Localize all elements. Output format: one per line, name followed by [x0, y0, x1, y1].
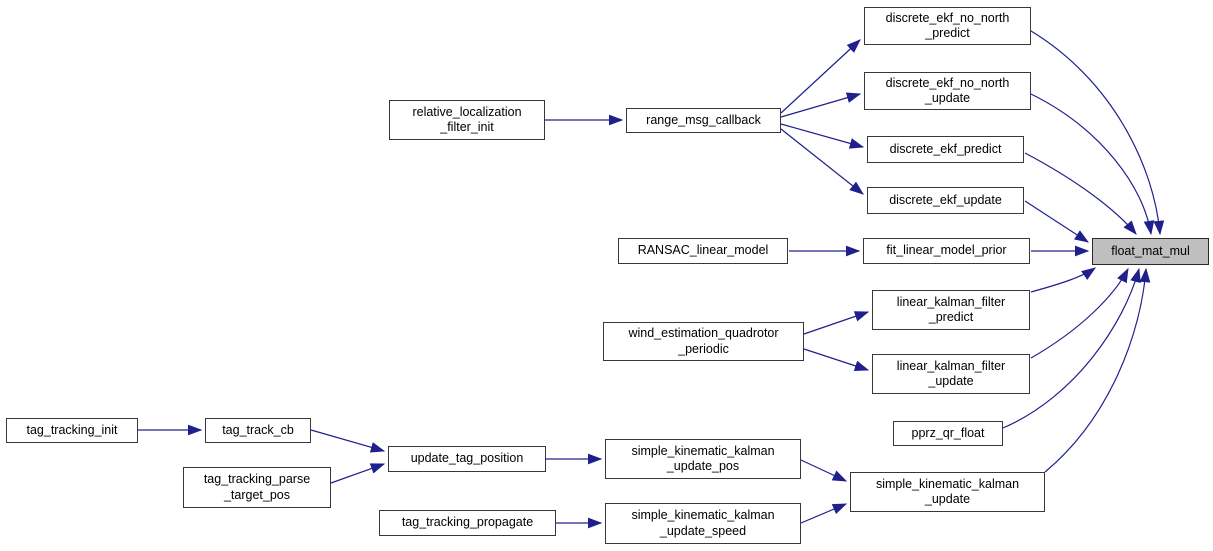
edge-discrete_ekf_predict-float_mat_mul — [1024, 152, 1137, 235]
node-label: tag_tracking_propagate — [401, 515, 534, 530]
node-tag_tracking_parse_target_pos[interactable]: tag_tracking_parse _target_pos — [183, 467, 331, 508]
edge-range_msg_callback-discrete_ekf_no_north_update — [780, 92, 862, 118]
node-label: RANSAC_linear_model — [637, 243, 769, 258]
edge-simple_kinematic_kalman_update-float_mat_mul — [1044, 267, 1151, 473]
node-label: simple_kinematic_kalman _update_pos — [631, 443, 775, 473]
edge-wind_estimation_quadrotor_periodic-linear_kalman_filter_update — [803, 348, 870, 372]
node-label: float_mat_mul — [1111, 243, 1190, 258]
node-label: discrete_ekf_no_north _predict — [885, 10, 1010, 40]
node-label: wind_estimation_quadrotor _periodic — [628, 326, 779, 356]
node-float_mat_mul[interactable]: float_mat_mul — [1092, 238, 1209, 265]
node-range_msg_callback[interactable]: range_msg_callback — [626, 108, 781, 133]
node-label: range_msg_callback — [646, 112, 761, 127]
edge-wind_estimation_quadrotor_periodic-linear_kalman_filter_predict — [803, 311, 870, 335]
edge-range_msg_callback-discrete_ekf_predict — [780, 123, 865, 149]
node-label: pprz_qr_float — [911, 425, 985, 440]
node-label: discrete_ekf_no_north _update — [885, 75, 1010, 105]
edge-tag_track_cb-update_tag_position — [310, 429, 386, 453]
edge-simple_kinematic_kalman_update_speed-simple_kinematic_kalman_update — [800, 503, 848, 524]
edge-discrete_ekf_no_north_predict-float_mat_mul — [1030, 30, 1165, 236]
node-wind_estimation_quadrotor_periodic[interactable]: wind_estimation_quadrotor _periodic — [603, 322, 804, 361]
node-tag_track_cb[interactable]: tag_track_cb — [205, 418, 311, 443]
edge-range_msg_callback-discrete_ekf_no_north_predict — [780, 39, 861, 114]
node-label: linear_kalman_filter _predict — [896, 294, 1006, 324]
node-tag_tracking_propagate[interactable]: tag_tracking_propagate — [379, 510, 556, 536]
edge-tag_tracking_parse_target_pos-update_tag_position — [330, 463, 386, 484]
node-relative_localization_filter_init[interactable]: relative_localization _filter_init — [389, 100, 545, 140]
node-linear_kalman_filter_predict[interactable]: linear_kalman_filter _predict — [872, 290, 1030, 330]
node-simple_kinematic_kalman_update_speed[interactable]: simple_kinematic_kalman _update_speed — [605, 503, 801, 544]
node-tag_tracking_init[interactable]: tag_tracking_init — [6, 418, 138, 443]
node-label: simple_kinematic_kalman _update — [875, 476, 1020, 506]
node-simple_kinematic_kalman_update[interactable]: simple_kinematic_kalman _update — [850, 472, 1045, 512]
node-label: fit_linear_model_prior — [886, 243, 1007, 258]
node-linear_kalman_filter_update[interactable]: linear_kalman_filter _update — [872, 354, 1030, 394]
node-update_tag_position[interactable]: update_tag_position — [388, 446, 546, 472]
node-label: update_tag_position — [410, 451, 524, 466]
node-discrete_ekf_no_north_update[interactable]: discrete_ekf_no_north _update — [864, 72, 1031, 110]
node-fit_linear_model_prior[interactable]: fit_linear_model_prior — [863, 238, 1030, 264]
edge-linear_kalman_filter_predict-float_mat_mul — [1030, 267, 1096, 293]
edge-simple_kinematic_kalman_update_pos-simple_kinematic_kalman_update — [800, 459, 848, 482]
node-label: relative_localization _filter_init — [412, 104, 522, 134]
node-label: tag_tracking_init — [26, 422, 118, 437]
node-label: simple_kinematic_kalman _update_speed — [631, 508, 775, 538]
node-discrete_ekf_update[interactable]: discrete_ekf_update — [867, 187, 1024, 214]
edge-discrete_ekf_no_north_update-float_mat_mul — [1030, 93, 1155, 236]
edge-range_msg_callback-discrete_ekf_update — [780, 128, 864, 195]
node-label: discrete_ekf_update — [889, 192, 1002, 207]
node-label: tag_tracking_parse _target_pos — [203, 472, 311, 502]
node-pprz_qr_float[interactable]: pprz_qr_float — [893, 421, 1003, 446]
node-discrete_ekf_no_north_predict[interactable]: discrete_ekf_no_north _predict — [864, 7, 1031, 45]
edge-linear_kalman_filter_update-float_mat_mul — [1030, 267, 1129, 359]
node-label: linear_kalman_filter _update — [896, 358, 1006, 388]
edge-pprz_qr_float-float_mat_mul — [1002, 267, 1141, 429]
node-label: tag_track_cb — [222, 422, 294, 437]
node-discrete_ekf_predict[interactable]: discrete_ekf_predict — [867, 136, 1024, 163]
edge-discrete_ekf_update-float_mat_mul — [1024, 200, 1090, 243]
node-RANSAC_linear_model[interactable]: RANSAC_linear_model — [618, 238, 788, 264]
node-label: discrete_ekf_predict — [889, 141, 1002, 156]
node-simple_kinematic_kalman_update_pos[interactable]: simple_kinematic_kalman _update_pos — [605, 439, 801, 479]
